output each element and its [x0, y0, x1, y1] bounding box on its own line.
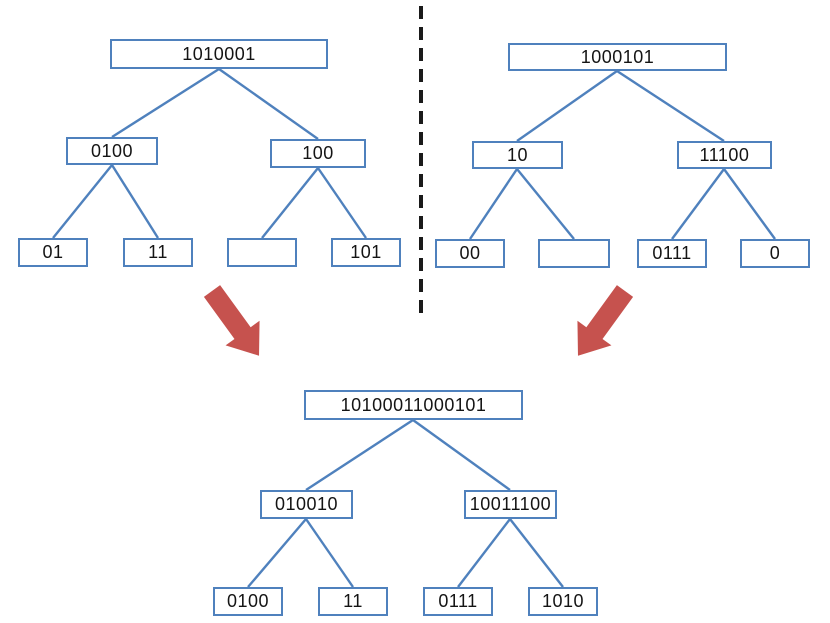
right-tree-l2-node-1: 11100	[677, 141, 772, 169]
right-tree-l3-node-0: 00	[435, 239, 505, 268]
right-tree-l3-node-3: 0	[740, 239, 810, 268]
merged-tree-connectors	[247, 418, 564, 588]
right-tree-l3-node-2: 0111	[637, 239, 707, 268]
merge-arrow-right-icon	[577, 285, 634, 356]
left-tree-l2-node-0: 0100	[66, 137, 158, 165]
left-tree-connectors	[52, 67, 367, 239]
left-tree-l3-node-3: 101	[331, 238, 401, 267]
right-tree-root-node: 1000101	[508, 43, 727, 71]
right-tree-l2-node-0: 10	[472, 141, 563, 169]
left-tree-root-node: 1010001	[110, 39, 328, 69]
merged-tree-l2-node-0: 010010	[260, 490, 353, 519]
left-tree-l3-node-2-empty	[227, 238, 297, 267]
merged-tree-l3-node-1: 11	[318, 587, 388, 616]
left-tree-l3-node-0: 01	[18, 238, 88, 267]
merge-arrow-left-icon	[203, 285, 260, 356]
merged-tree-root-node: 10100011000101	[304, 390, 523, 420]
right-tree-l3-node-1-empty	[538, 239, 610, 268]
merged-tree-l3-node-2: 0111	[423, 587, 493, 616]
merged-tree-l2-node-1: 10011100	[464, 490, 557, 519]
merged-tree-l3-node-0: 0100	[213, 587, 283, 616]
right-tree-connectors	[469, 69, 776, 240]
left-tree-l3-node-1: 11	[123, 238, 193, 267]
left-tree-l2-node-1: 100	[270, 139, 366, 168]
merged-tree-l3-node-3: 1010	[528, 587, 598, 616]
